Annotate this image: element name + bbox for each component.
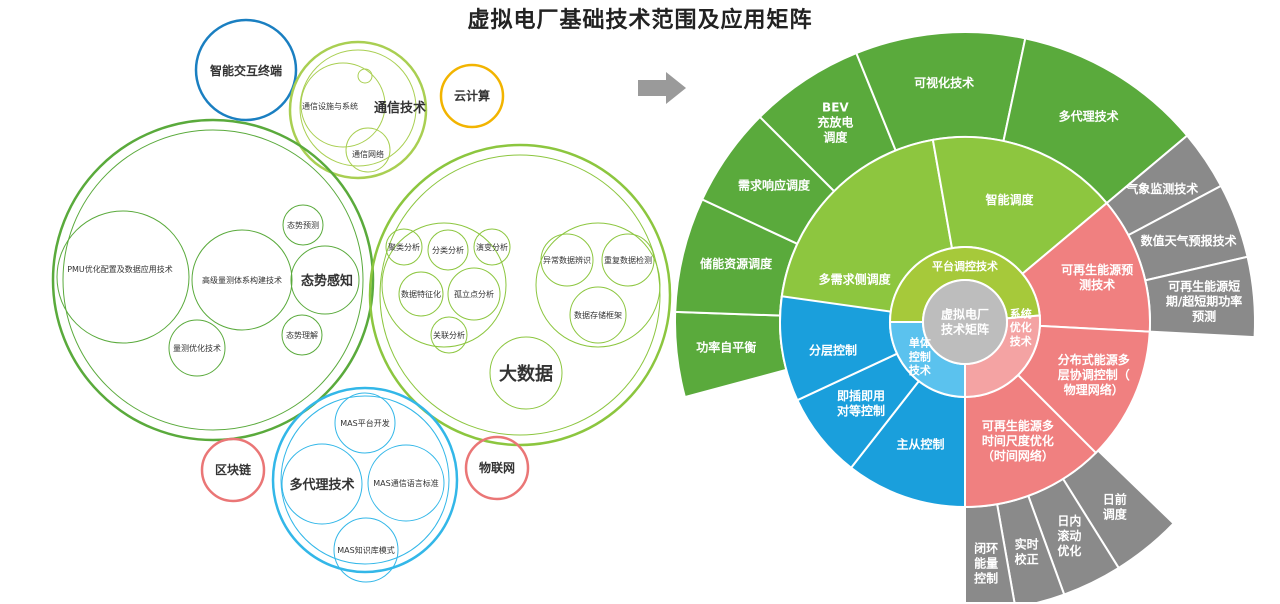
center-circle <box>922 279 1008 365</box>
footnote-blurred <box>40 592 640 604</box>
multiagent-label: 多代理技术 <box>289 477 354 493</box>
short-term-label: 可再生能源短期/超短期功率预测 <box>1166 278 1242 323</box>
bigdata-label: 大数据 <box>499 363 553 385</box>
cloud-circle <box>439 63 505 129</box>
cluster-label: 聚类分析 <box>388 242 420 252</box>
situation-circle <box>51 118 375 442</box>
understand-label: 态势理解 <box>286 330 318 340</box>
predict-label: 态势预测 <box>287 220 319 230</box>
nwp-label: 数值天气预报技术 <box>1141 233 1237 248</box>
iot-label: 物联网 <box>479 460 515 475</box>
cluster-circle <box>385 228 423 266</box>
day-ahead-label: 日前调度 <box>1103 492 1128 522</box>
duplicate-label: 重复数据检测 <box>604 255 652 265</box>
comm-devices-circle <box>300 62 386 148</box>
multiagent-inner-circle <box>280 395 450 565</box>
evolve-circle <box>473 228 511 266</box>
unit-label: 单体控制技术 <box>909 336 932 378</box>
weather-label: 气象监测技术 <box>1125 181 1198 196</box>
anomaly-label: 异常数据辨识 <box>543 255 591 265</box>
distributed-label: 分布式能源多层协调控制（物理网络） <box>1058 352 1130 397</box>
power-balance-segment <box>674 310 788 399</box>
comm-network-circle <box>345 127 391 173</box>
anomaly-circle <box>540 233 594 287</box>
storage-label: 储能资源调度 <box>700 256 773 271</box>
blockchain-label: 区块链 <box>215 462 252 477</box>
bigdata-cluster-group-circle <box>381 222 507 348</box>
measure-circle <box>168 319 226 377</box>
multi-timescale-label: 可再生能源多时间尺度优化（时间网络） <box>982 418 1054 463</box>
mas-platform-circle <box>334 392 396 454</box>
storage-label: 数据存储框架 <box>574 310 622 320</box>
evolve-label: 演变分析 <box>476 242 508 252</box>
situation-core-circle <box>290 245 360 315</box>
outlier-circle <box>447 267 501 321</box>
bigdata-core-circle <box>489 336 563 410</box>
highdim-label: 高级量测体系构建技术 <box>202 275 282 285</box>
right-arrow-icon <box>638 72 686 104</box>
outer-multiagent-label: 多代理技术 <box>1059 108 1119 123</box>
situation-inner-circle <box>62 129 364 431</box>
sunburst-chart: 虚拟电厂技术矩阵平台调控技术系统优化技术单体控制技术智能调度多需求侧调度可再生能… <box>674 31 1256 602</box>
assoc-circle <box>430 316 468 354</box>
multiagent-core-circle <box>281 443 363 525</box>
demand-response-label: 需求响应调度 <box>738 178 811 193</box>
platform-label: 平台调控技术 <box>932 259 998 273</box>
feature-circle <box>398 271 444 317</box>
blockchain-circle <box>200 437 266 503</box>
bigdata-circle <box>368 143 672 447</box>
page-title: 虚拟电厂基础技术范围及应用矩阵 <box>467 8 813 33</box>
layered-label: 分层控制 <box>809 342 857 357</box>
predict-circle <box>282 204 324 246</box>
comm-devices-label: 通信设施与系统 <box>302 101 358 111</box>
storage-circle <box>569 286 627 344</box>
bigdata-inner-circle <box>379 154 661 436</box>
center-label: 虚拟电厂技术矩阵 <box>941 307 989 337</box>
intraday-label: 日内滚动优化 <box>1057 513 1081 558</box>
duplicate-circle <box>601 233 655 287</box>
measure-label: 量测优化技术 <box>173 343 221 353</box>
closed-loop-label: 闭环能量控制 <box>974 540 998 585</box>
highdim-circle <box>191 229 293 331</box>
iot-circle <box>464 435 530 501</box>
comm-label: 通信技术 <box>374 100 426 116</box>
smart-terminal-circle <box>194 18 298 122</box>
demand-side-label: 多需求侧调度 <box>819 271 892 286</box>
system-label: 系统优化技术 <box>1010 306 1032 348</box>
comm-circle <box>288 40 428 180</box>
renewable-forecast-label: 可再生能源预测技术 <box>1061 262 1133 292</box>
comm-small-circle <box>357 68 373 84</box>
plug-play-label: 即插即用对等控制 <box>837 388 885 418</box>
outlier-label: 孤立点分析 <box>454 289 494 299</box>
visualization-label: 可视化技术 <box>914 75 974 90</box>
pmu-circle <box>56 210 190 344</box>
mas-language-label: MAS通信语言标准 <box>373 478 438 488</box>
mas-knowledge-label: MAS知识库模式 <box>337 545 394 555</box>
mas-platform-label: MAS平台开发 <box>340 418 389 428</box>
cloud-label: 云计算 <box>454 88 490 103</box>
power-balance-label: 功率自平衡 <box>696 339 756 354</box>
realtime-label: 实时校正 <box>1015 537 1039 567</box>
master-slave-label: 主从控制 <box>897 436 945 451</box>
comm-inner-circle <box>299 49 417 167</box>
bubble-diagram: 智能交互终端 通信设施与系统 通信技术 通信网络 云计算 PMU优化配置及数据应… <box>51 18 672 583</box>
understand-circle <box>281 314 323 356</box>
pmu-label: PMU优化配置及数据应用技术 <box>67 264 173 274</box>
bigdata-quality-group-circle <box>535 222 661 348</box>
classify-label: 分类分析 <box>432 245 464 255</box>
multiagent-circle <box>271 386 459 574</box>
mas-language-circle <box>367 444 445 522</box>
situation-label: 态势感知 <box>301 273 353 289</box>
mas-knowledge-circle <box>333 517 399 583</box>
feature-label: 数据特征化 <box>401 289 441 299</box>
assoc-label: 关联分析 <box>433 330 465 340</box>
comm-network-label: 通信网络 <box>352 149 384 159</box>
smart-dispatch-label: 智能调度 <box>984 192 1034 207</box>
smart-terminal-label: 智能交互终端 <box>209 63 282 78</box>
classify-circle <box>427 229 469 271</box>
